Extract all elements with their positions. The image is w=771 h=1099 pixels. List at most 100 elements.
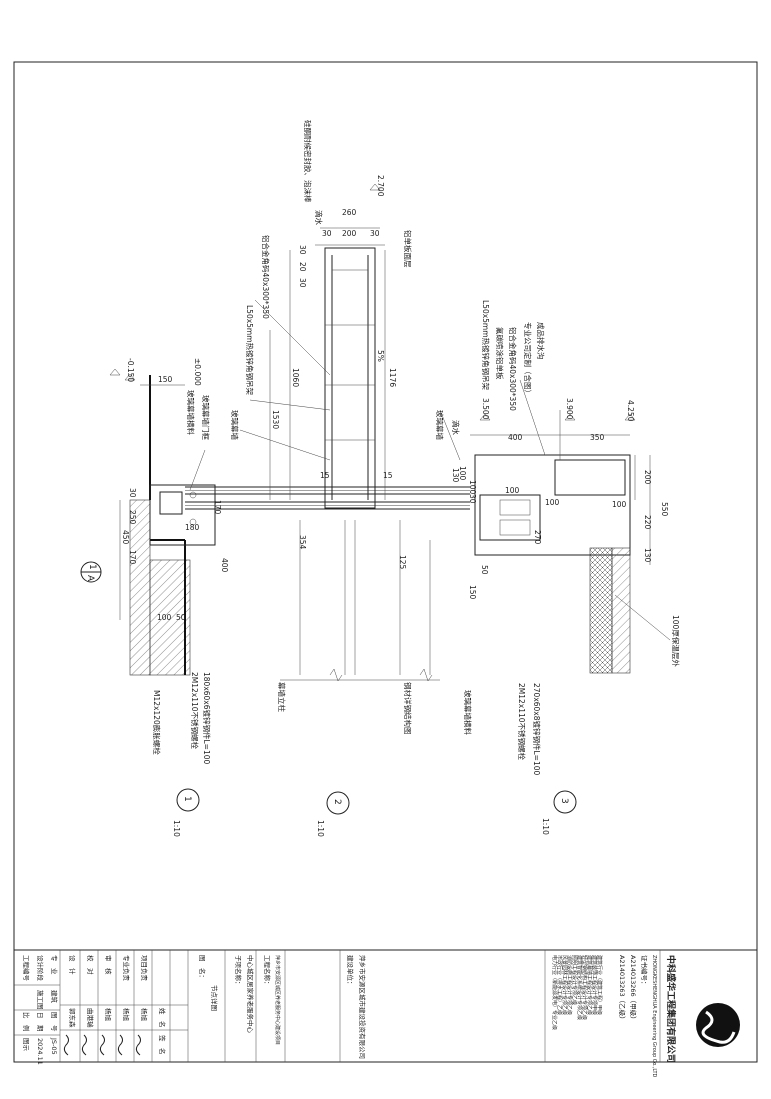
title-block: 工程编号 设计阶段 施工图 专 业 建筑 图 号 JS-05 比 例 图示 日 … (13, 949, 758, 1078)
dim-150: 150 (158, 375, 173, 384)
note-2: 建筑幕墙工程设计专项乙级 (586, 955, 593, 1015)
dim-400: 400 (220, 558, 229, 573)
company-en: ZHONGKESHENGHUA Engineering Group Co.,LT… (651, 955, 657, 1078)
cert-1: A214013266（甲级） (629, 955, 638, 1023)
elev-2700: 2.700 (376, 175, 385, 197)
dim-354: 354 (298, 535, 307, 550)
dim-side-30: 30 (298, 245, 307, 255)
dim-c220: 220 (643, 515, 652, 530)
dim-c200: 200 (643, 470, 652, 485)
subproject: 中心城区居家养老服务中心 (246, 955, 255, 1034)
note-0: 建筑行业（建筑工程）甲级 (596, 955, 603, 1015)
name-3: 杨旭 (122, 1008, 131, 1022)
project: 萍乡市安源区城区养老服务中心建设项目 (274, 955, 281, 1045)
label-corner-code: 铝合金角码40x300*350 (261, 235, 271, 319)
dim-c50: 50 (480, 565, 489, 575)
dim-1530: 1530 (271, 410, 280, 429)
canopy-box (474, 454, 631, 556)
label-bolt-2m12b: 2M12x110不锈钢螺栓 (517, 683, 527, 761)
note-1: 建筑装饰工程设计专项甲级 (591, 955, 598, 1015)
label-anchor-bolt: M12x120膨胀螺栓 (152, 690, 162, 755)
dim-30a: 30 (322, 229, 332, 238)
field-value-scale: 图示 (22, 1038, 30, 1052)
drawing-name-label: 图 名： (198, 955, 207, 981)
dim-15b: 15 (383, 471, 393, 480)
dim-c130b: 130 (451, 468, 460, 483)
cert-label: 证书编号： (640, 955, 649, 988)
name-4: 杨旭 (140, 1008, 149, 1022)
elev-0150: -0.150 (126, 358, 135, 382)
name-2: 杨旭 (104, 1008, 113, 1022)
company-name: 中科盛华工程集团有限公司 (665, 955, 677, 1063)
role-0: 设 计 (68, 955, 77, 975)
dim-base-50: 50 (176, 613, 186, 622)
dim-c270: 270 (533, 530, 542, 545)
role-3: 专业负责 (122, 955, 131, 982)
role-4: 项目负责 (140, 955, 149, 982)
drawing-name: 节点详图 (210, 985, 219, 1011)
label-door-frame: 玻璃幕墙门框 (201, 395, 211, 440)
field-value-sheet: JS-05 (50, 1037, 58, 1055)
label-mullion: 幕墙立柱 (277, 682, 287, 712)
label-glass-wall: 玻璃幕墙 (230, 410, 240, 440)
field-label-date: 日 期 (36, 1012, 44, 1032)
callout-3-num: 3 (559, 798, 569, 804)
field-value-date: 2024.11 (36, 1038, 44, 1065)
concrete-base (149, 559, 191, 676)
qualification-notes: 建筑行业（建筑工程）甲级 建筑装饰工程设计专项甲级 建筑幕墙工程设计专项乙级 轻… (551, 955, 603, 1030)
dim-side-20: 20 (298, 262, 307, 272)
note-7: 风景园林工程设计专项乙级 (561, 955, 568, 1015)
note-5: 照明工程设计专项乙级 (571, 955, 578, 1005)
dim-c100a: 100 (505, 486, 520, 495)
sign-header-name: 姓 名 (158, 1008, 167, 1028)
elev-0000: ±0.000 (193, 358, 202, 386)
glass-curtain-wall (185, 486, 470, 510)
dim-170: 170 (128, 550, 137, 565)
project-label: 工程名称： (263, 955, 272, 988)
annotation-labels-right: 成品排水沟 专业公司定制（含图） 铝合金角码40x300*350 氟碳喷涂铝单板… (435, 300, 546, 440)
client: 萍乡市安源区城市建设投资有限公司 (358, 955, 367, 1059)
note-6: 消防设施工程设计专项乙级 (566, 955, 573, 1015)
side-dimensions: 30 20 30 1060 1530 1176 5% (271, 245, 397, 429)
label-aluminum-face: 铝单板面层 (403, 230, 413, 268)
label-custom: 专业公司定制（含图） (523, 322, 533, 397)
subproject-label: 子项名称： (234, 955, 243, 988)
elev-3500: 3.500 (481, 398, 490, 420)
dim-c100b: 100 (545, 498, 560, 507)
dim-15a: 15 (320, 471, 330, 480)
label-hanger-r: L50x5mm热镀锌角钢吊架 (481, 300, 491, 391)
field-value-stage: 施工图 (36, 990, 45, 1010)
role-1: 校 对 (86, 955, 95, 975)
field-label-project-no: 工程编号 (22, 955, 31, 982)
name-1: 曲港瑞 (86, 1008, 95, 1028)
door-frame-box (149, 484, 216, 546)
section-mark-num: 1 (87, 564, 97, 570)
callout-1: 1 1:10 (172, 788, 200, 837)
field-label-stage: 设计阶段 (36, 955, 45, 982)
dim-c100e: 100 (468, 480, 477, 495)
dim-c400: 400 (508, 433, 523, 442)
dim-250: 250 (128, 510, 137, 525)
insulation-wall (589, 547, 613, 674)
client-label: 建设单位： (346, 955, 355, 988)
note-3: 轻型钢结构工程设计专项乙级 (581, 955, 588, 1020)
dim-30b: 30 (370, 229, 380, 238)
label-gutter: 成品排水沟 (536, 322, 546, 360)
annotation-labels-left: 硅酮耐候密封胶、泡沫棒 铝合金角码40x300*350 L50x5mm热镀锌角钢… (186, 120, 313, 440)
dim-c150: 150 (468, 585, 477, 600)
dim-1176: 1176 (388, 368, 397, 387)
dim-base-100: 100 (157, 613, 172, 622)
dim-1060: 1060 (291, 368, 300, 387)
dim-c130: 130 (643, 548, 652, 563)
label-glass-wall-r: 玻璃幕墙 (435, 410, 445, 440)
field-value-discipline: 建筑 (50, 990, 59, 1004)
field-label-scale: 比 例 (22, 1012, 31, 1032)
detail-drawing: 1 A 1 1:10 2 1:10 3 1:10 2.700 ±0.000 -0… (80, 120, 681, 837)
callout-1-num: 1 (182, 796, 192, 802)
callout-3-scale: 1:10 (541, 818, 550, 835)
callout-3: 3 1:10 (541, 790, 577, 835)
dim-c350: 350 (590, 433, 605, 442)
callout-2-num: 2 (332, 799, 342, 805)
label-steel-ref: 钢材详钢结构图 (403, 682, 413, 735)
note-8: 市政行业（排水工程）乙级 (556, 955, 563, 1015)
